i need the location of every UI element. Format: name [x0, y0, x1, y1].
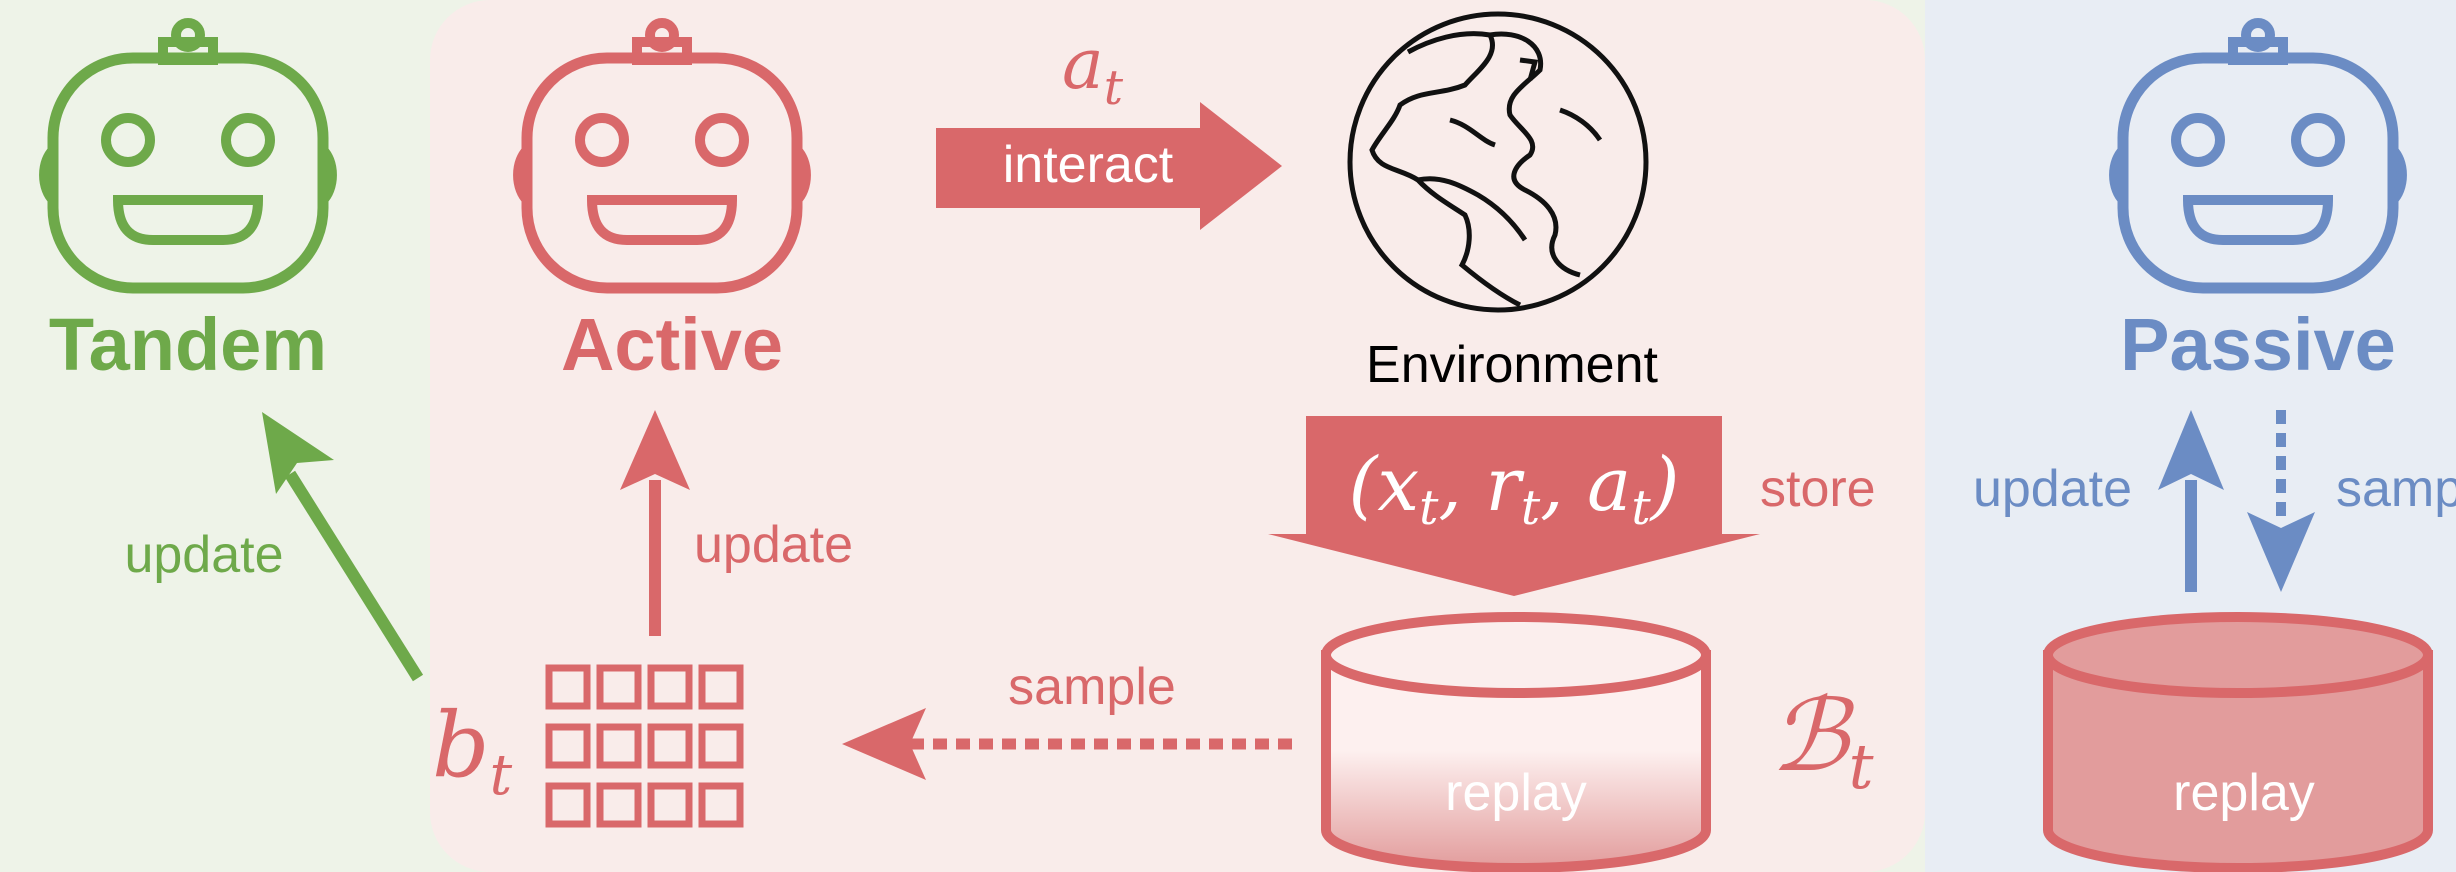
passive-label: Passive	[2120, 303, 2396, 386]
batch-grid-icon	[545, 664, 744, 828]
interact-label: interact	[1003, 136, 1174, 194]
sample-arrowhead-passive	[2247, 512, 2315, 592]
sample-arrowhead-active	[842, 708, 926, 780]
update-label-tandem: update	[124, 526, 283, 584]
batch-symbol: bt	[432, 693, 513, 808]
active-label: Active	[561, 303, 783, 386]
interact-arrow	[936, 102, 1282, 230]
update-label-active: update	[694, 516, 853, 574]
globe-icon	[1347, 11, 1649, 313]
transition-tuple: (xt, rt, at)	[1349, 442, 1680, 536]
environment-label: Environment	[1366, 336, 1658, 394]
update-label-passive: update	[1973, 460, 2132, 518]
store-label: store	[1760, 460, 1876, 518]
update-arrowhead-tandem	[262, 412, 334, 494]
update-arrowhead-passive	[2158, 410, 2224, 490]
replay-label-active: replay	[1445, 764, 1587, 822]
replay-buffer-icon-passive	[2043, 612, 2433, 872]
sample-label-active: sample	[1008, 658, 1176, 716]
replay-label-passive: replay	[2173, 764, 2315, 822]
replay-buffer-icon-active	[1321, 612, 1711, 872]
action-symbol: at	[1062, 23, 1124, 116]
replay-symbol: ℬt	[1770, 677, 1874, 803]
update-arrow-tandem	[284, 470, 424, 682]
transition-arrow	[1268, 416, 1760, 596]
tandem-label: Tandem	[49, 303, 327, 386]
sample-label-passive: samp	[2336, 460, 2456, 518]
update-arrowhead-active	[620, 410, 690, 490]
